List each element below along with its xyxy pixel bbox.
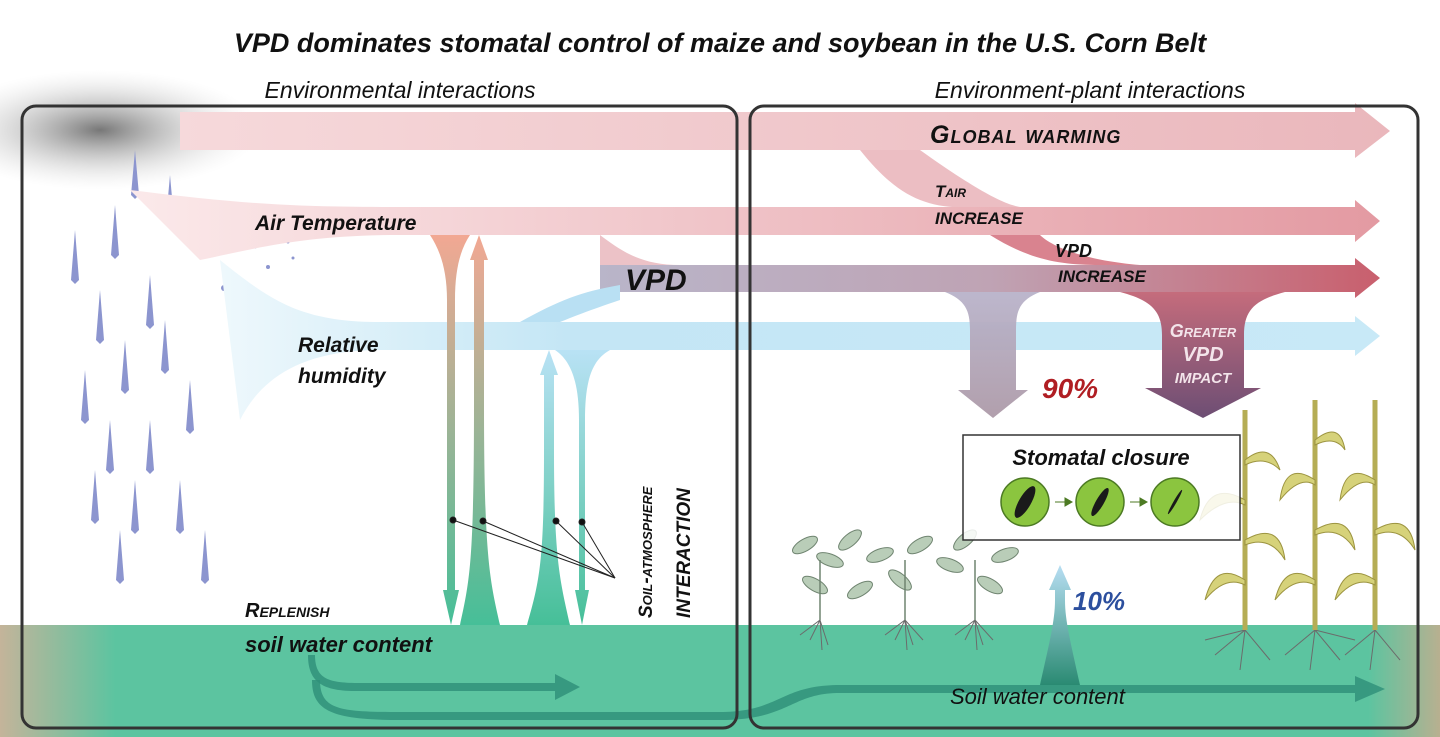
stomata-closed-icon xyxy=(1150,477,1200,527)
vpd-arrow xyxy=(600,258,1380,298)
arrow-icon xyxy=(1130,497,1149,507)
rain-icon xyxy=(71,150,295,584)
right-section-title: Environment-plant interactions xyxy=(935,77,1246,103)
greater-vpd-label-3: impact xyxy=(1175,370,1233,387)
greater-vpd-label: Greater xyxy=(1170,321,1237,341)
vpd-label: VPD xyxy=(625,264,687,297)
soil-to-humidity-arrow xyxy=(527,350,570,625)
tair-label-2: increase xyxy=(935,209,1024,228)
vpd-increase-label: VPD xyxy=(1055,241,1092,261)
soil-band xyxy=(0,625,1440,737)
page-title: VPD dominates stomatal control of maize … xyxy=(234,28,1207,58)
relative-humidity-label: Relative xyxy=(298,334,379,357)
stomatal-closure-label: Stomatal closure xyxy=(1012,445,1189,470)
global-warming-arrow xyxy=(180,103,1390,158)
replenish-label: Replenish xyxy=(245,600,330,622)
relative-humidity-arrow xyxy=(220,260,1380,420)
soil-atmosphere-label-2: interaction xyxy=(674,487,695,618)
vpd-increase-label-2: increase xyxy=(1058,267,1147,286)
air-temperature-arrow xyxy=(130,190,1380,260)
soil-to-air-arrow xyxy=(460,235,500,625)
evaporation-10-arrow xyxy=(1040,565,1080,685)
leader-lines xyxy=(449,516,616,579)
replenish-label-2: soil water content xyxy=(245,632,434,657)
percent-10-label: 10% xyxy=(1073,586,1125,616)
right-panel xyxy=(748,104,1420,730)
left-section-title: Environmental interactions xyxy=(264,77,536,103)
percent-90-label: 90% xyxy=(1042,373,1098,404)
soil-water-flow-arrow xyxy=(312,676,1385,720)
tair-label: Tair xyxy=(935,182,966,201)
air-temperature-label: Air Temperature xyxy=(254,212,417,235)
cloud-icon xyxy=(0,70,260,190)
air-to-soil-arrow xyxy=(430,235,470,625)
vpd-increase-branch xyxy=(990,235,1140,265)
soil-atmosphere-label: Soil-atmosphere xyxy=(636,486,657,618)
greater-vpd-impact-arrow xyxy=(1120,292,1285,418)
humidity-to-soil-arrow xyxy=(555,350,610,625)
tair-branch xyxy=(860,150,1020,208)
stomata-partial-icon xyxy=(1075,477,1125,527)
stomatal-closure-box: Stomatal closure xyxy=(962,434,1241,541)
left-panel xyxy=(20,104,739,730)
arrow-icon xyxy=(1055,497,1074,507)
maize-plants xyxy=(1199,400,1416,671)
stomata-open-icon xyxy=(1000,477,1050,527)
greater-vpd-label-2: VPD xyxy=(1182,344,1223,366)
soil-water-content-label: Soil water content xyxy=(950,684,1126,709)
global-warming-label: Global warming xyxy=(930,121,1121,149)
relative-humidity-label-2: humidity xyxy=(298,365,387,388)
rh-to-vpd-branch xyxy=(520,285,620,322)
vpd-90-arrow xyxy=(945,292,1040,418)
replenish-flow-arrow xyxy=(308,655,580,700)
